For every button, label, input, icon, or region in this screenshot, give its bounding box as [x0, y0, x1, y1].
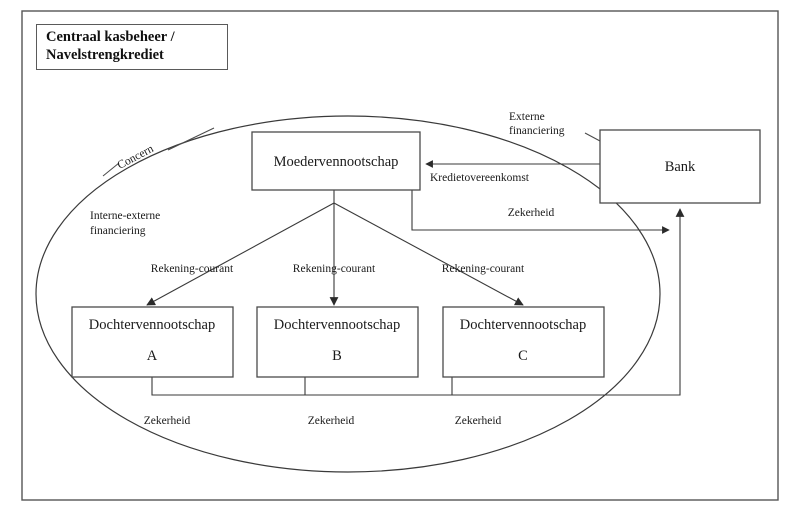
edge-current-account-a — [146, 202, 335, 306]
label-parent-zekerheid: Zekerheid — [508, 207, 555, 219]
node-label-dochtervennootschap-b: Dochtervennootschap — [274, 317, 400, 333]
node-dochtervennootschap-c[interactable] — [442, 306, 605, 378]
node-bank[interactable] — [599, 129, 761, 204]
node-label-dochtervennootschap-c: Dochtervennootschap — [460, 317, 586, 333]
title-line-2: Navelstrengkrediet — [46, 47, 164, 63]
label-externe-financiering-line1: Externe — [509, 111, 545, 123]
label-zekerheid-c: Zekerheid — [455, 415, 502, 427]
label-rekening-courant-a: Rekening-courant — [151, 263, 234, 275]
node-dochtervennootschap-b[interactable] — [256, 306, 419, 378]
label-rekening-courant-b: Rekening-courant — [293, 263, 376, 275]
concern-ellipse — [35, 115, 661, 473]
label-externe-financiering-line2: financiering — [509, 125, 565, 137]
title-line-1: Centraal kasbeheer / — [46, 29, 175, 46]
node-moedervennootschap[interactable] — [251, 131, 421, 191]
label-zekerheid-b: Zekerheid — [308, 415, 355, 427]
edge-subsidiary-security-bus — [151, 208, 685, 396]
node-sublabel-dochtervennootschap-b: B — [332, 348, 342, 364]
node-label-moedervennootschap: Moedervennootschap — [274, 154, 399, 170]
node-label-dochtervennootschap-a: Dochtervennootschap — [89, 317, 215, 333]
label-concern: Concern — [116, 143, 156, 172]
outer-frame — [21, 10, 779, 501]
node-sublabel-dochtervennootschap-c: C — [518, 348, 528, 364]
edge-current-account-c — [333, 202, 524, 306]
concern-leader-line — [102, 162, 120, 177]
label-interne-externe-financiering-line2: financiering — [90, 225, 146, 237]
node-sublabel-dochtervennootschap-a: A — [147, 348, 158, 364]
title-box: Centraal kasbeheer / Navelstrengkrediet — [36, 24, 228, 70]
label-kredietovereenkomst: Kredietovereenkomst — [430, 172, 530, 184]
label-rekening-courant-c: Rekening-courant — [442, 263, 525, 275]
edge-parent-security — [411, 190, 670, 234]
node-label-bank: Bank — [665, 159, 696, 175]
label-interne-externe-financiering-line1: Interne-externe — [90, 210, 160, 222]
concern-leader-line-2 — [167, 127, 215, 151]
edge-external-financing-leader — [584, 132, 601, 142]
label-zekerheid-a: Zekerheid — [144, 415, 191, 427]
node-dochtervennootschap-a[interactable] — [71, 306, 234, 378]
